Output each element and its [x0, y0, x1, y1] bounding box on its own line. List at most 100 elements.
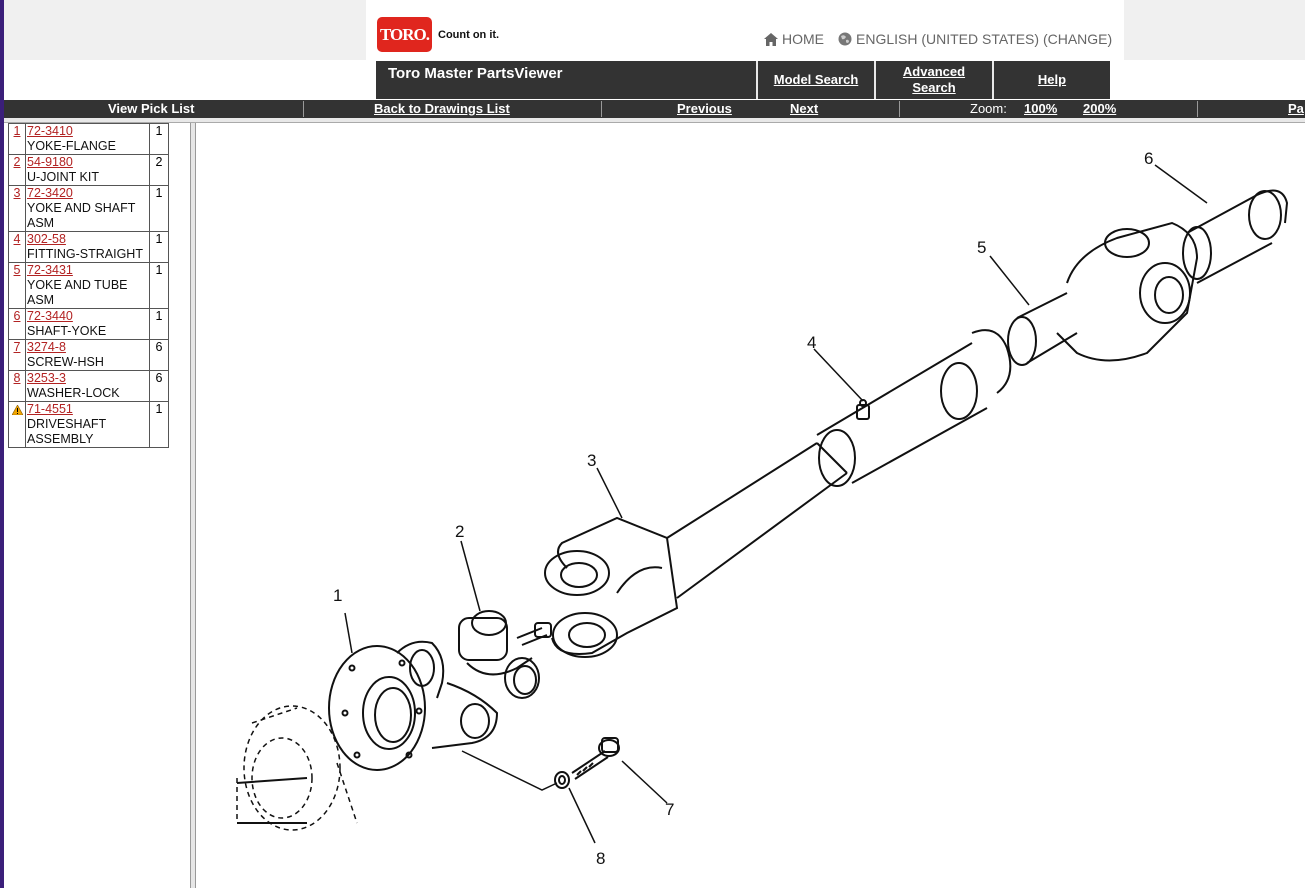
assembly-line: [461, 750, 558, 791]
view-pick-list-button[interactable]: View Pick List: [108, 101, 195, 116]
part-ref-cell: 1: [8, 123, 26, 155]
part-ref-link[interactable]: 5: [13, 263, 21, 277]
toolbar-separator: [303, 101, 304, 117]
part-ref-link[interactable]: 1: [13, 124, 21, 138]
part-qty: 1: [149, 308, 169, 340]
callout-5: 5: [977, 238, 986, 257]
next-link[interactable]: Next: [790, 101, 819, 116]
part-ref-link[interactable]: 4: [13, 232, 21, 246]
part-ref-cell: 2: [8, 154, 26, 186]
previous-link[interactable]: Previous: [677, 101, 732, 116]
part-qty: 1: [149, 231, 169, 263]
part-ref-cell: 7: [8, 339, 26, 371]
part-description: U-JOINT KIT: [27, 170, 99, 184]
part-number-link[interactable]: 54-9180: [27, 155, 73, 169]
part-6-shaft-yoke: [1182, 189, 1289, 284]
part-number-link[interactable]: 302-58: [27, 232, 66, 246]
toro-logo[interactable]: TORO.: [377, 17, 432, 52]
warning-icon: [10, 404, 24, 416]
part-ref-cell: 8: [8, 370, 26, 402]
toolbar-separator: [899, 101, 900, 117]
toolbar-divider: [4, 118, 1305, 123]
advanced-search-button[interactable]: Advanced Search: [874, 61, 992, 99]
callout-6: 6: [1144, 149, 1153, 168]
part-description: SHAFT-YOKE: [27, 324, 107, 338]
part-7-screw: [571, 737, 620, 780]
part-ref-cell: 4: [8, 231, 26, 263]
part-description: YOKE AND TUBE ASM: [27, 278, 128, 307]
part-number-link[interactable]: 72-3410: [27, 124, 73, 138]
zoom-200-link[interactable]: 200%: [1083, 101, 1117, 116]
mating-flange-outline: [236, 705, 358, 831]
leader-lines: [344, 164, 1208, 844]
part-qty: 6: [149, 339, 169, 371]
callout-8: 8: [596, 849, 605, 868]
part-ref-cell: 5: [8, 262, 26, 309]
tagline: Count on it.: [438, 29, 500, 41]
part-number-link[interactable]: 3253-3: [27, 371, 66, 385]
part-qty: 1: [149, 123, 169, 155]
part-number-link[interactable]: 71-4551: [27, 402, 73, 416]
help-button[interactable]: Help: [992, 61, 1110, 99]
drawing-toolbar: View Pick List Back to Drawings List Pre…: [4, 100, 1305, 118]
part-3-yoke-and-shaft: [544, 442, 848, 658]
part-number-link[interactable]: 72-3431: [27, 263, 73, 277]
zoom-label: Zoom:: [970, 101, 1007, 116]
page-link[interactable]: Pa: [1288, 101, 1304, 116]
toolbar-separator: [1197, 101, 1198, 117]
part-5-yoke-and-tube: [816, 221, 1199, 487]
part-qty: 1: [149, 401, 169, 448]
part-ref-cell: 6: [8, 308, 26, 340]
language-label: ENGLISH (UNITED STATES) (CHANGE): [856, 31, 1113, 47]
language-link[interactable]: ENGLISH (UNITED STATES) (CHANGE): [838, 31, 1112, 47]
part-ref-link[interactable]: 2: [13, 155, 21, 169]
part-1-flange-yoke: [328, 640, 499, 771]
logo-text: TORO.: [379, 24, 430, 44]
panel-splitter[interactable]: [190, 123, 196, 888]
callout-3: 3: [587, 451, 596, 470]
part-ref-cell: 3: [8, 185, 26, 232]
home-label: HOME: [782, 31, 824, 47]
parts-drawing: 1 2 3 4 5 6 7 8: [197, 123, 1305, 888]
part-description: FITTING-STRAIGHT: [27, 247, 143, 261]
toolbar-separator: [601, 101, 602, 117]
part-ref-link[interactable]: 6: [13, 309, 21, 323]
model-search-button[interactable]: Model Search: [756, 61, 874, 99]
grease-fitting: [516, 622, 552, 646]
back-to-drawings-link[interactable]: Back to Drawings List: [374, 101, 510, 116]
part-qty: 1: [149, 262, 169, 309]
part-ref-link[interactable]: 8: [13, 371, 21, 385]
callout-2: 2: [455, 522, 464, 541]
part-description: DRIVESHAFT ASSEMBLY: [27, 417, 106, 446]
mating-shaft: [236, 777, 308, 824]
part-description: YOKE AND SHAFT ASM: [27, 201, 136, 230]
part-ref-link[interactable]: 3: [13, 186, 21, 200]
callout-1: 1: [333, 586, 342, 605]
part-number-link[interactable]: 72-3440: [27, 309, 73, 323]
zoom-100-link[interactable]: 100%: [1024, 101, 1058, 116]
part-ref-cell: [8, 401, 26, 448]
part-ref-link[interactable]: 7: [13, 340, 21, 354]
part-number-link[interactable]: 3274-8: [27, 340, 66, 354]
part-number-link[interactable]: 72-3420: [27, 186, 73, 200]
part-description: YOKE-FLANGE: [27, 139, 116, 153]
advanced-search-label: Advanced Search: [902, 64, 966, 95]
window-left-edge: [0, 0, 4, 888]
part-2-u-joint: [458, 610, 540, 699]
part-qty: 2: [149, 154, 169, 186]
home-link[interactable]: HOME: [764, 31, 824, 47]
